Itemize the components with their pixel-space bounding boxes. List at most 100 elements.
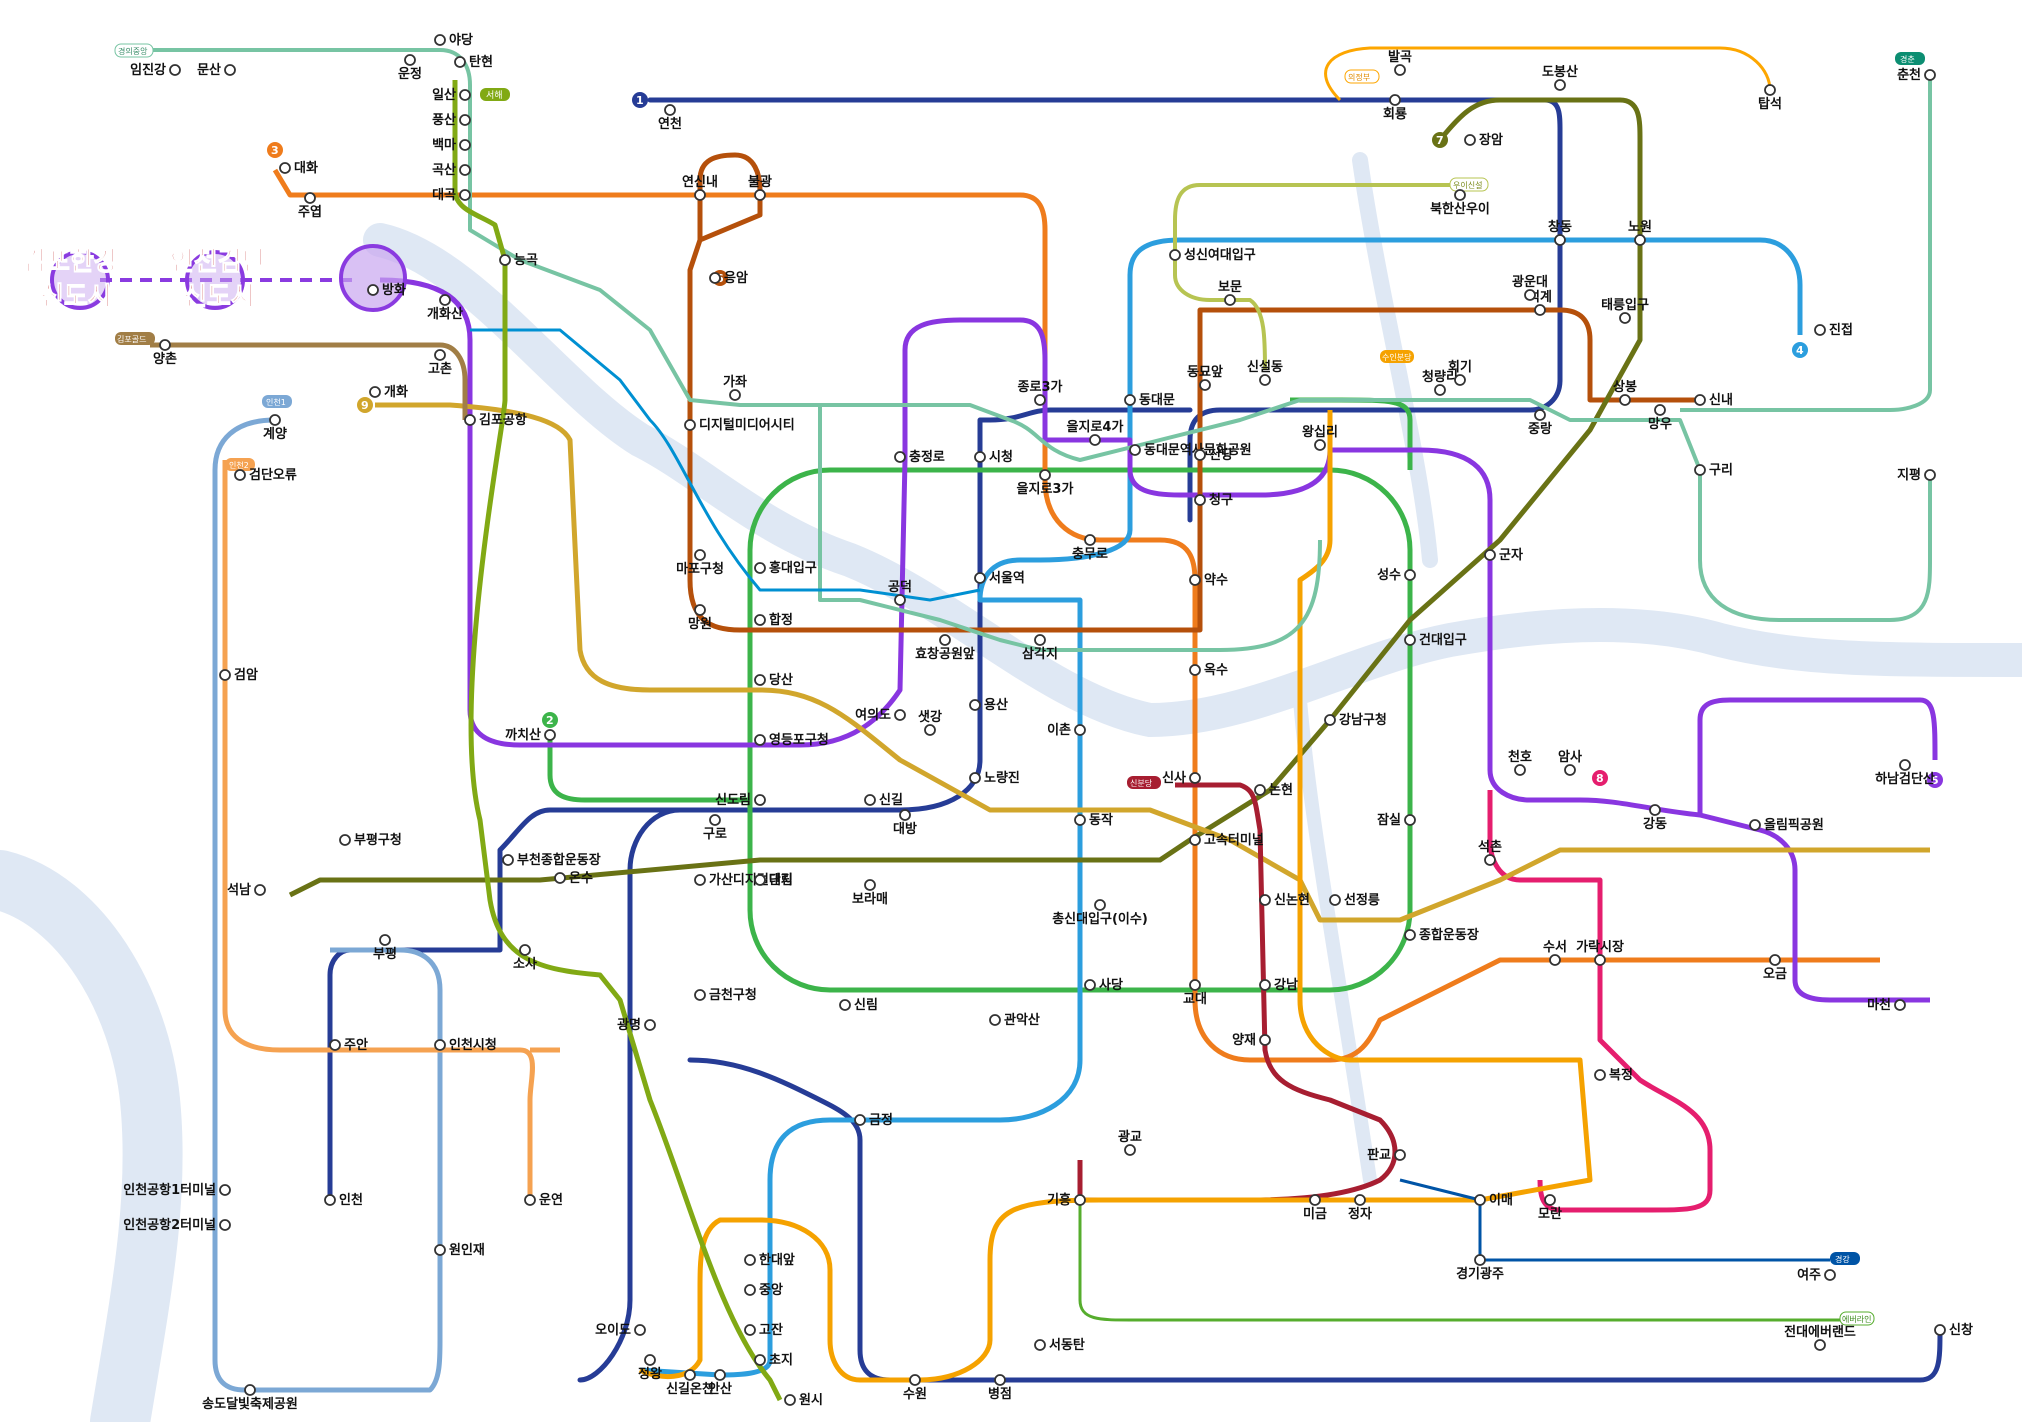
- station-label-gajwa: 가좌: [723, 374, 747, 390]
- station-marker-chungjeongno: [894, 451, 906, 463]
- new-town-overlay: 김포한강 신도시 인천검단 신도시: [22, 244, 407, 313]
- station-marker-ansan: [714, 1369, 726, 1381]
- station-marker-gojan: [744, 1324, 756, 1336]
- station-marker-yangchon: [159, 339, 171, 351]
- station-marker-yangjae: [1259, 1034, 1271, 1046]
- station-marker-goksan: [459, 164, 471, 176]
- station-label-airport2: 인천공항2터미널: [123, 1217, 216, 1233]
- suin-bundang-path: [638, 410, 1593, 1383]
- tag-uijeongbu-bg: [1344, 69, 1380, 84]
- station-label-gangnam: 강남: [1274, 977, 1298, 993]
- station-marker-jungang: [744, 1284, 756, 1296]
- line-6: [687, 152, 1700, 633]
- station-marker-hoegi: [1454, 374, 1466, 386]
- airport-line: [470, 328, 981, 602]
- tag-everline: 에버라인: [1842, 1314, 1871, 1324]
- station-label-gasan: 가산디지털단지: [709, 872, 793, 888]
- gimpo-gold-line: [150, 342, 468, 420]
- station-label-dangsan: 당산: [769, 672, 793, 688]
- tag-uijeongbu: 의정부: [1348, 72, 1370, 82]
- station-label-seoul_st: 서울역: [989, 570, 1025, 586]
- station-marker-sinnonhyeon: [1259, 894, 1271, 906]
- station-marker-incheon_city: [434, 1039, 446, 1051]
- station-label-onsu: 온수: [569, 871, 593, 886]
- airport-path: [470, 328, 981, 602]
- line-3-badge: [267, 142, 283, 158]
- overlay-gimpo-line2: 신도시: [40, 282, 112, 312]
- station-label-incheon: 인천: [339, 1192, 363, 1208]
- station-label-gaehwasan: 개화산: [427, 306, 463, 322]
- station-label-noryangjin: 노량진: [984, 770, 1020, 786]
- gyeongui-jungang-yongsan: [818, 405, 1322, 652]
- station-marker-airport2: [219, 1219, 231, 1231]
- station-marker-gaehwasan: [439, 294, 451, 306]
- tag-gyeongui-bg: [114, 43, 154, 58]
- station-marker-daebang: [899, 809, 911, 821]
- station-marker-handaeap: [744, 1254, 756, 1266]
- station-label-choji: 초지: [769, 1353, 793, 1368]
- station-marker-boramae: [864, 879, 876, 891]
- gimpo-newtown-circle: [50, 250, 110, 310]
- seohae-line: [452, 80, 783, 1402]
- station-label-euljiro4: 을지로4가: [1067, 419, 1124, 435]
- station-label-suwon: 수원: [903, 1387, 927, 1402]
- station-label-oksu: 옥수: [1204, 662, 1228, 678]
- tag-ui-bg: [1449, 177, 1489, 192]
- ui-sinseol-path: [1173, 183, 1450, 371]
- station-label-gaehwa: 개화: [384, 384, 408, 400]
- station-marker-dongmyo: [1199, 379, 1211, 391]
- line-2-badge: [542, 712, 558, 728]
- station-marker-suwon: [909, 1374, 921, 1386]
- tag-incheon1-bg: [262, 395, 292, 408]
- station-label-sosa: 소사: [513, 956, 537, 972]
- station-marker-gyeyang: [269, 414, 281, 426]
- station-marker-sindang: [1194, 449, 1206, 461]
- station-marker-sangbong: [1619, 394, 1631, 406]
- station-label-geumcheon: 금천구청: [709, 987, 757, 1003]
- station-label-seongnam_ic: 석남: [227, 882, 251, 898]
- incheon-line-2: [222, 460, 560, 1200]
- station-label-nonhyeon: 논현: [1269, 782, 1293, 798]
- station-label-jangam: 장암: [1479, 132, 1503, 148]
- station-label-neunggok: 능곡: [514, 253, 538, 268]
- station-marker-gwanggyo: [1124, 1144, 1136, 1156]
- station-marker-suseo: [1549, 954, 1561, 966]
- incheon-1-path: [212, 417, 443, 1393]
- station-label-boramae: 보라매: [852, 891, 888, 907]
- station-label-gojan: 고잔: [759, 1322, 783, 1338]
- station-marker-yeouido: [894, 709, 906, 721]
- station-marker-geomam: [219, 669, 231, 681]
- tag-suin: 수인분당: [1382, 352, 1412, 362]
- station-label-sinchang: 신창: [1949, 1322, 1973, 1338]
- station-label-migeum: 미금: [1303, 1206, 1327, 1222]
- station-marker-express_bus: [1189, 834, 1201, 846]
- tag-gyeongchun-bg: [1895, 52, 1925, 65]
- station-label-amsa: 암사: [1558, 749, 1582, 765]
- station-label-isu: 이촌: [1047, 722, 1071, 738]
- station-marker-gasan: [694, 874, 706, 886]
- station-label-ilsan: 일산: [432, 87, 456, 103]
- station-marker-giheung: [1074, 1194, 1086, 1206]
- station-label-bokjeong: 복정: [1609, 1067, 1633, 1083]
- station-marker-gaehwa: [369, 386, 381, 398]
- station-label-gangdong: 강동: [1643, 816, 1667, 832]
- station-label-geomdan_oryu: 검단오류: [249, 467, 297, 483]
- station-marker-imae: [1474, 1194, 1486, 1206]
- station-marker-sinsa: [1189, 772, 1201, 784]
- line-6-path: [687, 152, 1700, 633]
- line-8-path: [1487, 790, 1713, 1213]
- station-marker-wonsi: [784, 1394, 796, 1406]
- station-label-goyang_line: 고촌: [428, 362, 452, 377]
- station-marker-pungsan: [459, 114, 471, 126]
- station-marker-wonin: [434, 1244, 446, 1256]
- station-marker-olympic: [1749, 819, 1761, 831]
- incheon-newtown-circle: [185, 250, 245, 310]
- station-marker-tanhyeon: [454, 56, 466, 68]
- gyeonggang-path: [1399, 1178, 1830, 1262]
- station-label-taereung: 태릉입구: [1601, 298, 1649, 313]
- station-label-munsan: 문산: [197, 62, 221, 78]
- gyeongui-jungang-line: [130, 48, 1932, 652]
- station-label-tanhyeon: 탄현: [469, 54, 493, 70]
- station-marker-geumcheon: [694, 989, 706, 1001]
- station-label-daehwa: 대화: [294, 160, 318, 176]
